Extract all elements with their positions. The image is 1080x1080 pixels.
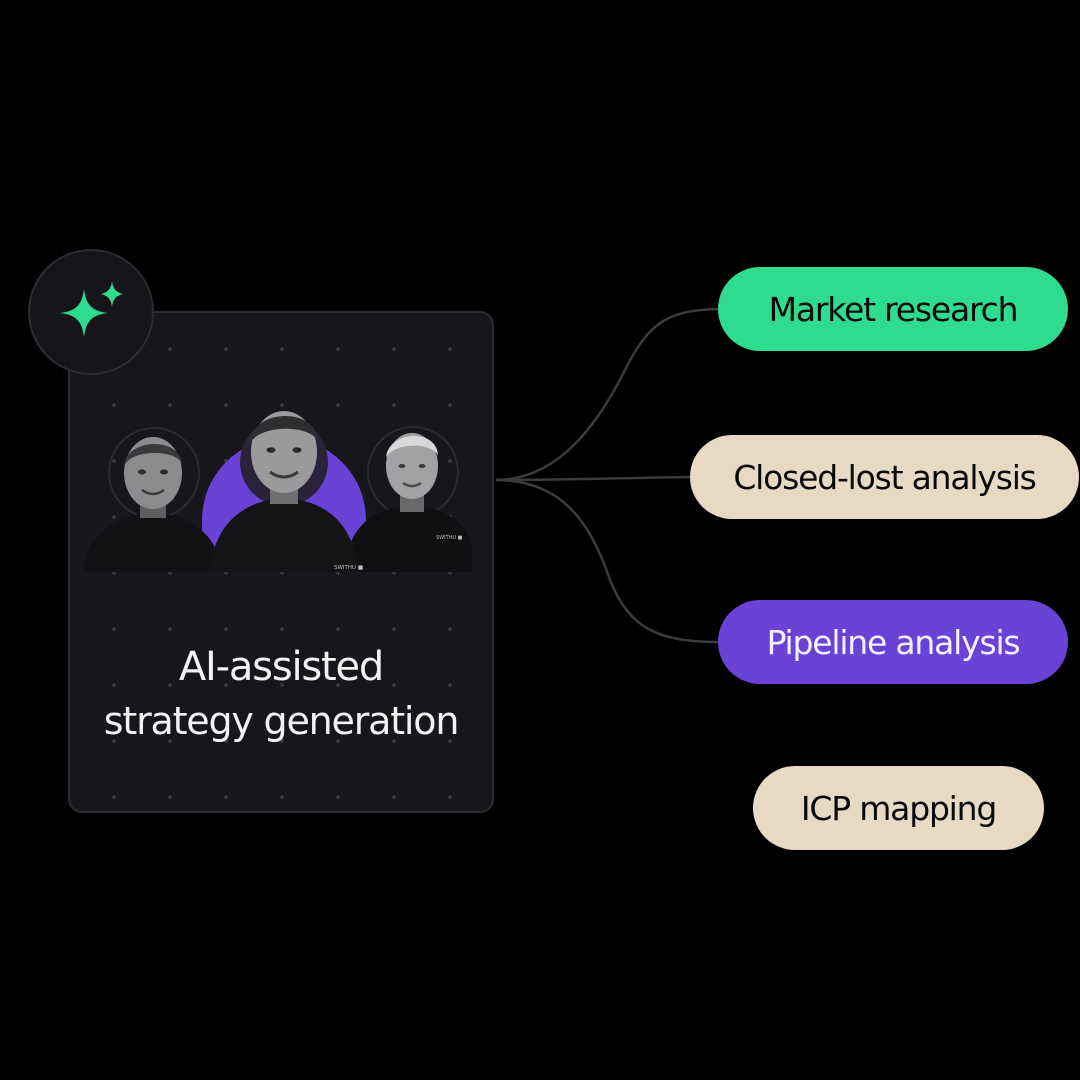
pill-pipeline-analysis[interactable]: Pipeline analysis xyxy=(718,600,1068,684)
pill-icp-mapping-label: ICP mapping xyxy=(800,788,997,828)
pill-pipeline-analysis-label: Pipeline analysis xyxy=(766,622,1021,662)
pill-icp-mapping[interactable]: ICP mapping xyxy=(753,766,1044,850)
card-title-line1: AI-assisted xyxy=(178,644,384,690)
sparkle-icon xyxy=(60,281,123,337)
svg-text:SWITHU ■: SWITHU ■ xyxy=(334,565,363,571)
pill-closed-lost-analysis[interactable]: Closed-lost analysis xyxy=(690,435,1079,519)
pill-closed-lost-analysis-label: Closed-lost analysis xyxy=(733,457,1037,497)
team-photo: SWITHU ■ SWITHU ■ xyxy=(82,388,472,572)
sparkle-badge xyxy=(28,249,154,375)
card-title-line2: strategy generation xyxy=(103,699,460,743)
svg-text:SWITHU ■: SWITHU ■ xyxy=(436,535,463,541)
pill-market-research-label: Market research xyxy=(768,289,1019,329)
connector-pipeline-analysis xyxy=(495,478,721,644)
team-photo-image: SWITHU ■ SWITHU ■ xyxy=(82,411,472,572)
connector-closed-lost-analysis xyxy=(495,475,693,482)
pill-market-research[interactable]: Market research xyxy=(718,267,1068,351)
card-title: AI-assisted strategy generation xyxy=(68,640,494,748)
connector-market-research xyxy=(495,307,721,482)
